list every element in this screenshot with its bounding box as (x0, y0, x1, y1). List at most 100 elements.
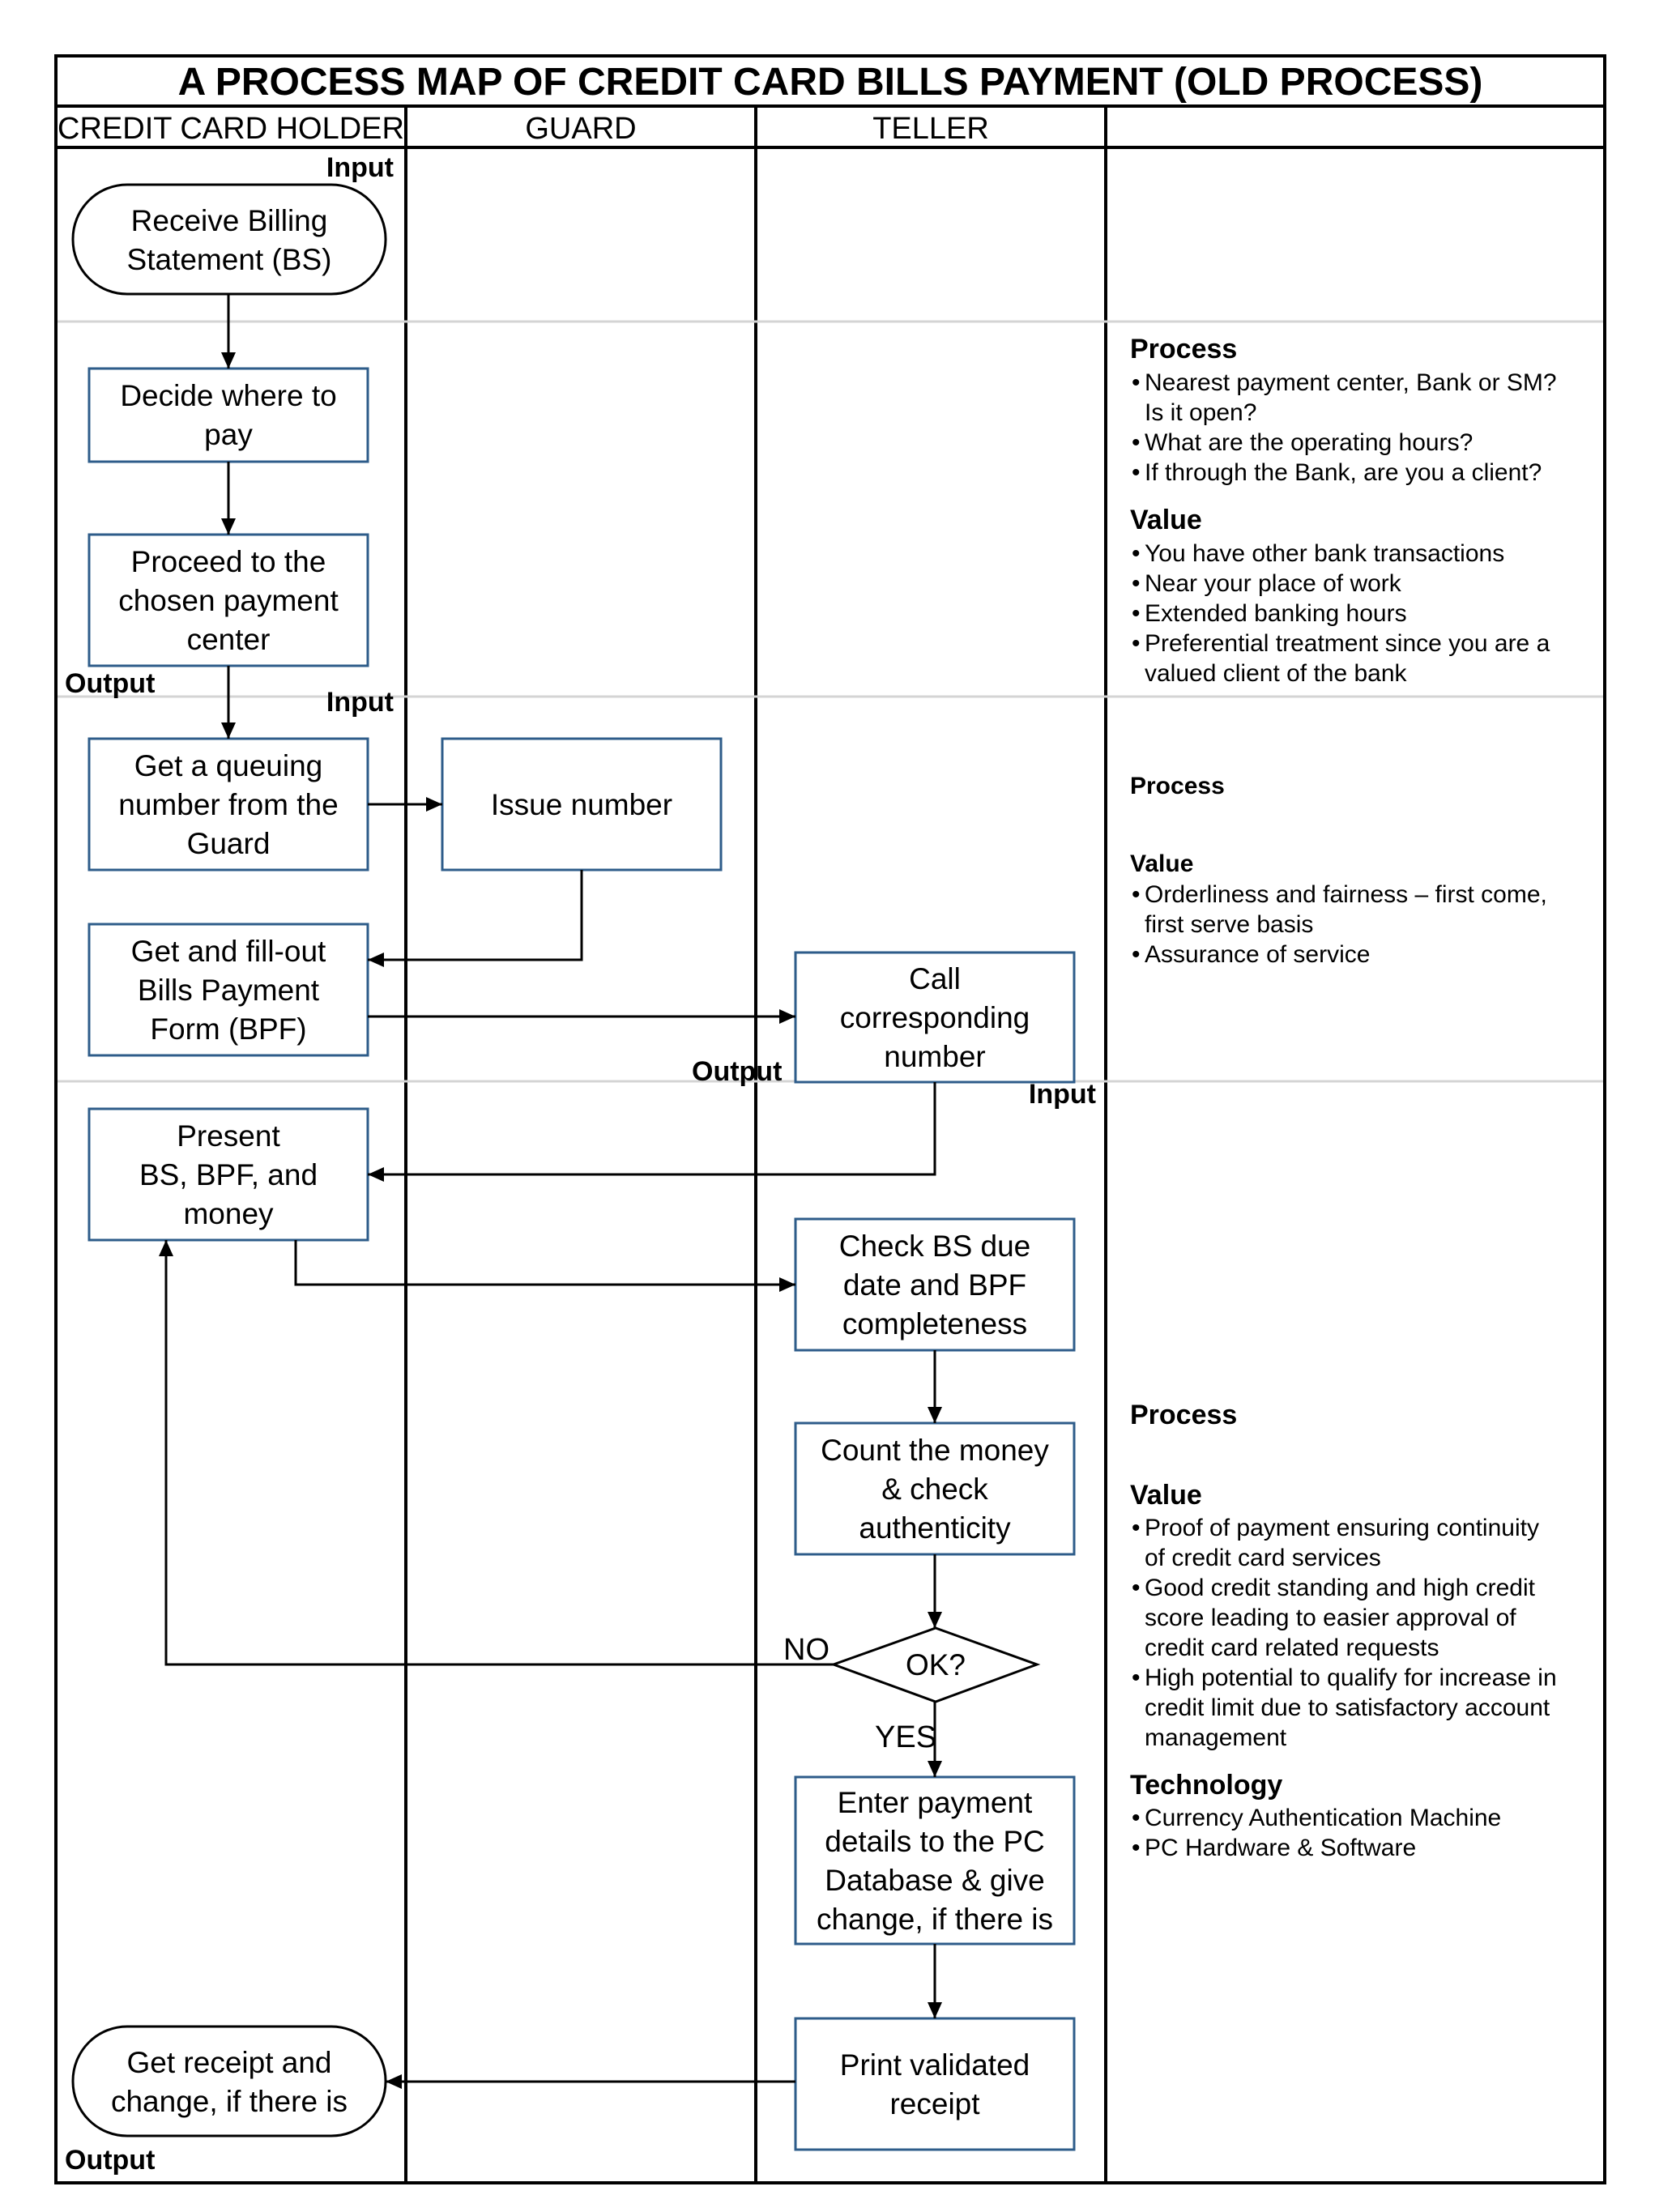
input-tag: Input (326, 152, 394, 183)
ok-decision-label: OK? (906, 1648, 966, 1681)
node-text-line: Decide where to (120, 379, 336, 412)
node-text-line: Proceed to the (131, 545, 326, 578)
decide-where-to-pay-step (87, 367, 369, 463)
note-item-text: What are the operating hours? (1145, 429, 1473, 456)
node-text-line: & check (881, 1473, 988, 1506)
note-item-text: valued client of the bank (1145, 660, 1408, 687)
print-receipt-label: Print validated receipt (840, 2048, 1030, 2120)
node-text-line: BS, BPF, and (139, 1158, 318, 1191)
node-text-line: Get and fill-out (131, 935, 326, 968)
bullet-glyph: • (1132, 1664, 1141, 1691)
note-item-text: Orderliness and fairness – first come, (1145, 881, 1547, 908)
note-item-text: You have other bank transactions (1145, 540, 1504, 567)
proceed-to-payment-center-step (87, 533, 369, 667)
bullet-glyph: • (1132, 459, 1141, 486)
node-text-line: chosen payment (118, 584, 339, 617)
enter-payment-details-step (794, 1775, 1076, 1946)
note-item-text: Currency Authentication Machine (1145, 1805, 1501, 1831)
technology-heading: Technology (1130, 1770, 1282, 1801)
output-tag: Output (65, 668, 155, 699)
issue-number-label: Issue number (491, 788, 672, 821)
note-item-text: If through the Bank, are you a client? (1145, 459, 1542, 486)
bullet-glyph: • (1132, 1575, 1141, 1601)
node-text-line: details to the PC (825, 1825, 1044, 1858)
node-text-line: Receive Billing (131, 204, 328, 237)
bullet-glyph: • (1132, 1805, 1141, 1831)
process-heading: Process (1130, 773, 1225, 799)
note-item-text: first serve basis (1145, 911, 1313, 938)
bullet-glyph: • (1132, 881, 1141, 908)
bullet-glyph: • (1132, 630, 1141, 657)
bullet-glyph: • (1132, 941, 1141, 968)
issue-number-step (441, 737, 723, 872)
node-text-line: Bills Payment (138, 974, 320, 1007)
process-heading: Process (1130, 1400, 1237, 1430)
node-text-line: change, if there is (111, 2085, 348, 2118)
bullet-glyph: • (1132, 600, 1141, 627)
connector-arrow (294, 1240, 795, 1292)
count-money-step (794, 1421, 1076, 1556)
note-item-text: Near your place of work (1145, 570, 1402, 597)
lane-header-guard: GUARD (525, 112, 636, 146)
node-text-line: Print validated (840, 2048, 1030, 2082)
note-item-text: Is it open? (1145, 399, 1256, 426)
node-text-line: Form (BPF) (150, 1012, 306, 1046)
node-text-line: corresponding (840, 1001, 1030, 1034)
input-tag: Input (326, 687, 394, 718)
node-text-line: center (187, 623, 271, 656)
node-text-line: Guard (187, 827, 271, 860)
node-text-line: Enter payment (838, 1786, 1033, 1819)
outer-frame (54, 54, 1606, 2184)
node-text-line: authenticity (859, 1511, 1011, 1545)
enter-payment-details-label: Enter payment details to the PC Database &… (817, 1786, 1053, 1936)
note-item-text: credit limit due to satisfactory account (1145, 1694, 1550, 1721)
value-heading: Value (1130, 505, 1202, 535)
input-tag: Input (1029, 1079, 1096, 1110)
node-text-line: money (183, 1197, 274, 1230)
output-tag: Output (65, 2145, 155, 2176)
note-item-text: PC Hardware & Software (1145, 1835, 1416, 1861)
note-item-text: Proof of payment ensuring continuity (1145, 1515, 1539, 1541)
decide-where-to-pay-label: Decide where to pay (120, 379, 336, 451)
proceed-to-payment-center-label: Proceed to the chosen payment center (118, 545, 339, 656)
lane-header-teller: TELLER (872, 112, 989, 146)
notes-section-1: Process•Nearest payment center, Bank or … (1130, 334, 1557, 687)
no-loop-arrow (159, 1240, 834, 1666)
note-item-text: High potential to qualify for increase i… (1145, 1664, 1557, 1691)
bullet-glyph: • (1132, 570, 1141, 597)
node-text-line: pay (204, 418, 253, 451)
receive-billing-statement-terminal (71, 183, 387, 296)
get-queuing-number-step (87, 737, 369, 872)
note-item-text: score leading to easier approval of (1145, 1605, 1516, 1631)
node-text-line: Count the money (821, 1434, 1049, 1467)
print-receipt-step (794, 2017, 1076, 2151)
check-bs-bpf-step (794, 1217, 1076, 1352)
yes-branch-label: YES (875, 1720, 936, 1754)
node-text-line: receipt (889, 2087, 980, 2120)
node-text-line: Database & give (825, 1864, 1045, 1897)
node-text-line: date and BPF (843, 1268, 1026, 1302)
node-text-line: Statement (BS) (127, 243, 332, 276)
bullet-glyph: • (1132, 1835, 1141, 1861)
connector-arrow (368, 1082, 936, 1182)
note-item-text: Good credit standing and high credit (1145, 1575, 1536, 1601)
get-receipt-terminal (71, 2025, 387, 2137)
note-item-text: credit card related requests (1145, 1634, 1439, 1661)
node-text-line: Call (909, 962, 961, 995)
node-text-line: completeness (842, 1307, 1027, 1340)
value-heading: Value (1130, 1480, 1202, 1511)
diagram-title: A PROCESS MAP OF CREDIT CARD BILLS PAYME… (178, 61, 1483, 104)
node-text-line: Get receipt and (127, 2046, 332, 2079)
process-heading: Process (1130, 334, 1237, 364)
node-text-line: Present (177, 1119, 280, 1153)
connector-arrow (368, 870, 583, 967)
output-tag: Output (692, 1056, 782, 1087)
